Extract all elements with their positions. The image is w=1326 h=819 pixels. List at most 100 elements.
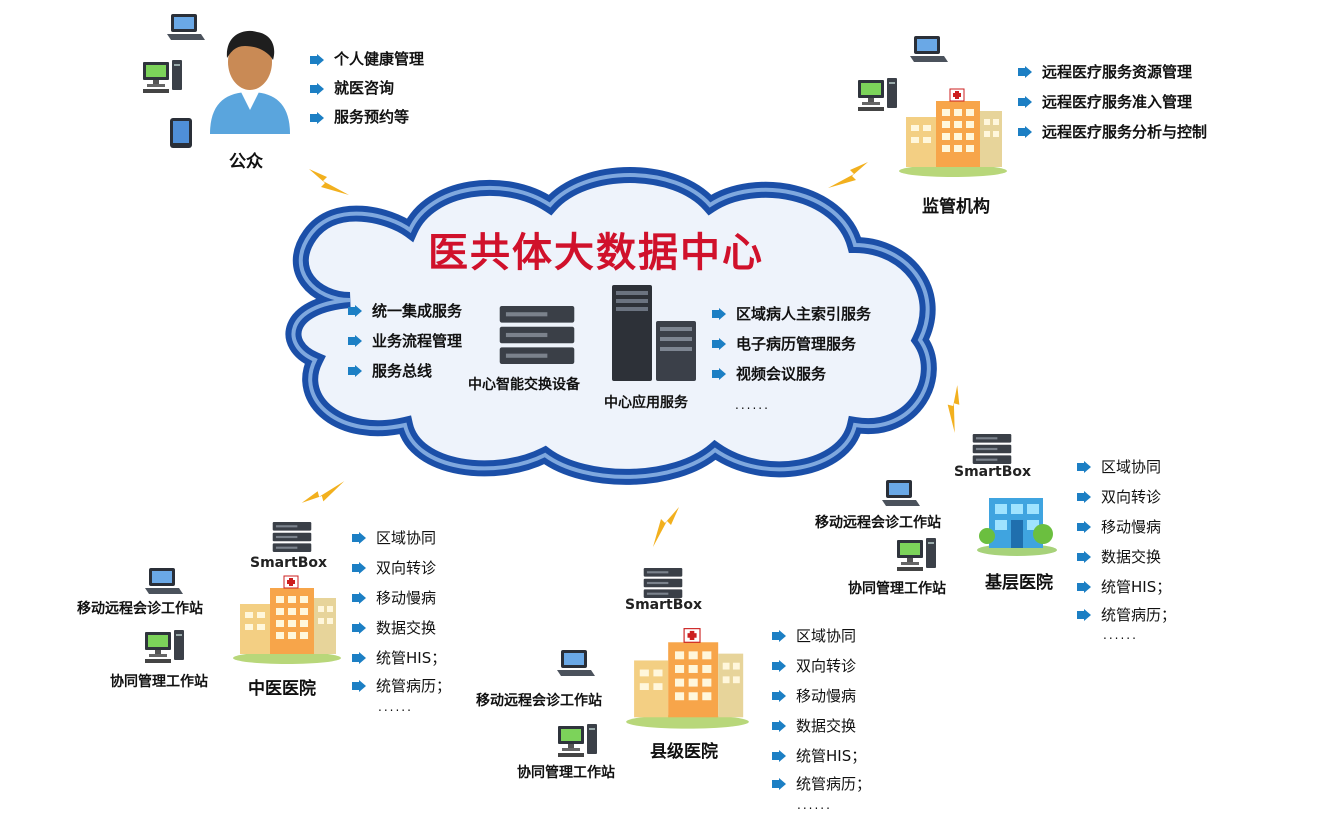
list-item: 数据交换 bbox=[1077, 542, 1176, 572]
list-item: 区域协同 bbox=[352, 523, 451, 553]
arrow-icon bbox=[712, 338, 726, 350]
hospital-more: ...... bbox=[797, 798, 832, 812]
arrow-icon bbox=[1018, 66, 1032, 78]
hospital-building-icon bbox=[625, 625, 750, 730]
public-label: 公众 bbox=[229, 152, 263, 172]
smartbox-device-icon bbox=[643, 568, 683, 598]
tablet-icon bbox=[170, 118, 192, 148]
arrow-icon bbox=[348, 335, 362, 347]
arrow-icon bbox=[1077, 551, 1091, 563]
arrow-icon bbox=[772, 660, 786, 672]
regulator-list: 远程医疗服务资源管理 远程医疗服务准入管理 远程医疗服务分析与控制 bbox=[1018, 57, 1207, 147]
desktop-icon bbox=[897, 538, 937, 572]
list-item: 统管病历； bbox=[772, 771, 871, 797]
hospital-building-icon bbox=[232, 574, 342, 664]
list-item: 电子病历管理服务 bbox=[712, 329, 871, 359]
smartbox-device-icon bbox=[972, 434, 1012, 464]
hospital-label: 县级医院 bbox=[650, 742, 718, 762]
arrow-icon bbox=[772, 630, 786, 642]
list-item: 区域病人主索引服务 bbox=[712, 299, 871, 329]
arrow-icon bbox=[1077, 491, 1091, 503]
list-item: 视频会议服务 bbox=[712, 359, 871, 389]
smartbox-device-icon bbox=[272, 522, 312, 552]
laptop-icon bbox=[143, 566, 183, 596]
arrow-icon bbox=[712, 308, 726, 320]
arrow-icon bbox=[772, 778, 786, 790]
list-item: 统管病历； bbox=[352, 673, 451, 699]
arrow-icon bbox=[310, 54, 324, 66]
list-item: 个人健康管理 bbox=[310, 45, 424, 74]
smartbox-label: SmartBox bbox=[954, 464, 1032, 480]
hospital-more: ...... bbox=[378, 700, 413, 714]
lightning-bolt-icon bbox=[649, 501, 683, 553]
arrow-icon bbox=[772, 720, 786, 732]
center-more: ...... bbox=[735, 398, 770, 412]
lightning-bolt-icon bbox=[822, 158, 874, 192]
arrow-icon bbox=[1018, 126, 1032, 138]
collab-station-label: 协同管理工作站 bbox=[110, 674, 208, 690]
list-item: 远程医疗服务分析与控制 bbox=[1018, 117, 1207, 147]
list-item: 业务流程管理 bbox=[348, 326, 462, 356]
arrow-icon bbox=[1077, 609, 1091, 621]
hospital-label: 中医医院 bbox=[248, 679, 316, 699]
list-item: 区域协同 bbox=[772, 621, 871, 651]
arrow-icon bbox=[712, 368, 726, 380]
collab-station-label: 协同管理工作站 bbox=[517, 765, 615, 781]
arrow-icon bbox=[772, 690, 786, 702]
regulator-label: 监管机构 bbox=[922, 197, 990, 217]
arrow-icon bbox=[352, 532, 366, 544]
hospital-more: ...... bbox=[1103, 628, 1138, 642]
laptop-icon bbox=[555, 648, 595, 678]
arrow-icon bbox=[772, 750, 786, 762]
arrow-icon bbox=[348, 365, 362, 377]
list-item: 双向转诊 bbox=[772, 651, 871, 681]
arrow-icon bbox=[352, 680, 366, 692]
arrow-icon bbox=[1077, 461, 1091, 473]
exchange-server-icon bbox=[493, 306, 581, 364]
consult-station-label: 移动远程会诊工作站 bbox=[77, 601, 203, 617]
app-server-icon bbox=[612, 285, 696, 381]
consult-station-label: 移动远程会诊工作站 bbox=[815, 515, 941, 531]
diagram-title: 医共体大数据中心 bbox=[428, 230, 764, 276]
consult-station-label: 移动远程会诊工作站 bbox=[476, 693, 602, 709]
clinic-building-icon bbox=[976, 486, 1058, 556]
center-right-list: 区域病人主索引服务 电子病历管理服务 视频会议服务 bbox=[712, 299, 871, 389]
arrow-icon bbox=[352, 562, 366, 574]
list-item: 数据交换 bbox=[352, 613, 451, 643]
list-item: 双向转诊 bbox=[1077, 482, 1176, 512]
arrow-icon bbox=[352, 652, 366, 664]
list-item: 双向转诊 bbox=[352, 553, 451, 583]
arrow-icon bbox=[348, 305, 362, 317]
arrow-icon bbox=[310, 112, 324, 124]
exchange-label: 中心智能交换设备 bbox=[468, 377, 580, 393]
public-list: 个人健康管理 就医咨询 服务预约等 bbox=[310, 45, 424, 132]
center-left-list: 统一集成服务 业务流程管理 服务总线 bbox=[348, 296, 462, 386]
list-item: 就医咨询 bbox=[310, 74, 424, 103]
list-item: 服务预约等 bbox=[310, 103, 424, 132]
list-item: 统管HIS； bbox=[1077, 572, 1176, 602]
lightning-bolt-icon bbox=[303, 165, 355, 199]
list-item: 远程医疗服务资源管理 bbox=[1018, 57, 1207, 87]
list-item: 移动慢病 bbox=[1077, 512, 1176, 542]
hospital-label: 基层医院 bbox=[985, 573, 1053, 593]
arrow-icon bbox=[310, 83, 324, 95]
arrow-icon bbox=[1018, 96, 1032, 108]
arrow-icon bbox=[1077, 521, 1091, 533]
list-item: 数据交换 bbox=[772, 711, 871, 741]
desktop-icon bbox=[143, 60, 183, 94]
list-item: 统管HIS； bbox=[772, 741, 871, 771]
hospital-list: 区域协同 双向转诊 移动慢病 数据交换 统管HIS； 统管病历； bbox=[352, 523, 451, 699]
app-label: 中心应用服务 bbox=[604, 395, 688, 411]
laptop-icon bbox=[880, 478, 920, 508]
arrow-icon bbox=[1077, 581, 1091, 593]
list-item: 统管病历； bbox=[1077, 602, 1176, 628]
smartbox-label: SmartBox bbox=[625, 597, 703, 613]
hospital-list: 区域协同 双向转诊 移动慢病 数据交换 统管HIS； 统管病历； bbox=[1077, 452, 1176, 628]
arrow-icon bbox=[352, 622, 366, 634]
list-item: 移动慢病 bbox=[772, 681, 871, 711]
desktop-icon bbox=[145, 630, 185, 664]
list-item: 远程医疗服务准入管理 bbox=[1018, 87, 1207, 117]
list-item: 服务总线 bbox=[348, 356, 462, 386]
list-item: 统一集成服务 bbox=[348, 296, 462, 326]
desktop-icon bbox=[558, 724, 598, 758]
